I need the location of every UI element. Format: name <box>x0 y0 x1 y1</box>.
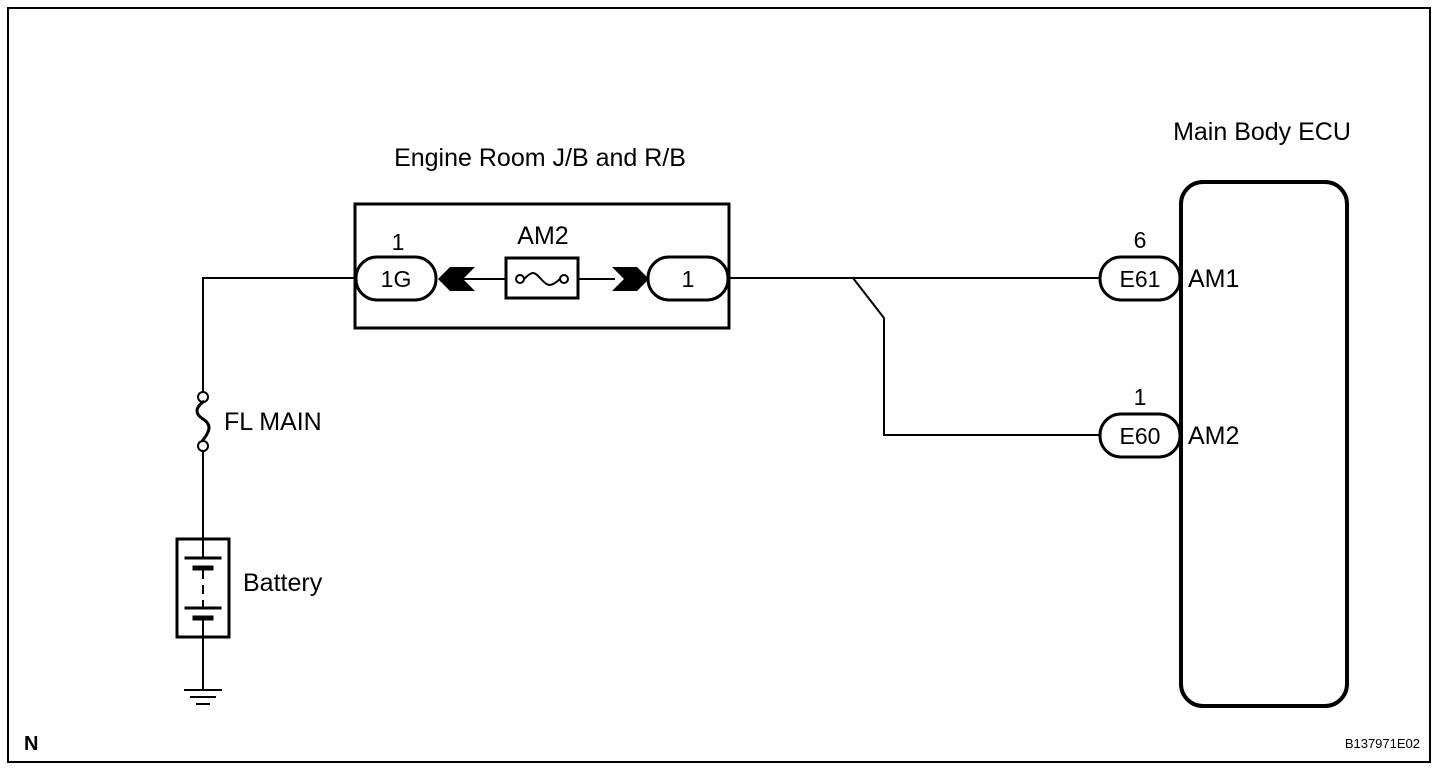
ground-icon <box>184 689 222 705</box>
wire-battery-to-1g <box>202 277 357 398</box>
arrow-right-icon <box>612 267 649 291</box>
connector-e60-label: E60 <box>1120 423 1161 449</box>
junction-block-title: Engine Room J/B and R/B <box>394 144 686 172</box>
corner-letter: N <box>24 733 38 755</box>
battery-label: Battery <box>243 569 323 597</box>
connector-1g-label: 1G <box>381 266 412 292</box>
connector-e60 <box>1098 412 1182 459</box>
terminal-am1-label: AM1 <box>1188 265 1239 293</box>
main-body-ecu-box <box>1179 180 1349 708</box>
ecu-title: Main Body ECU <box>1173 118 1351 146</box>
connector-e61 <box>1098 255 1182 302</box>
fuse-am2-icon <box>504 256 580 300</box>
fl-main-label: FL MAIN <box>224 408 322 436</box>
connector-1-label: 1 <box>682 266 695 292</box>
fusible-link-fl-main-icon <box>195 391 211 452</box>
wire-branch-to-e60 <box>851 276 1101 436</box>
figure-id: B137971E02 <box>1345 736 1420 751</box>
junction-block-box <box>353 202 731 330</box>
e61-pin-number: 6 <box>1134 227 1147 253</box>
e60-pin-number: 1 <box>1134 384 1147 410</box>
arrow-left-icon <box>438 267 475 291</box>
connector-e61-label: E61 <box>1120 266 1161 292</box>
terminal-am2-label: AM2 <box>1188 422 1239 450</box>
battery-icon <box>175 537 231 639</box>
fuse-am2-label: AM2 <box>517 222 568 250</box>
connector-1g-pin-number: 1 <box>392 229 405 255</box>
diagram-frame <box>7 7 1431 763</box>
